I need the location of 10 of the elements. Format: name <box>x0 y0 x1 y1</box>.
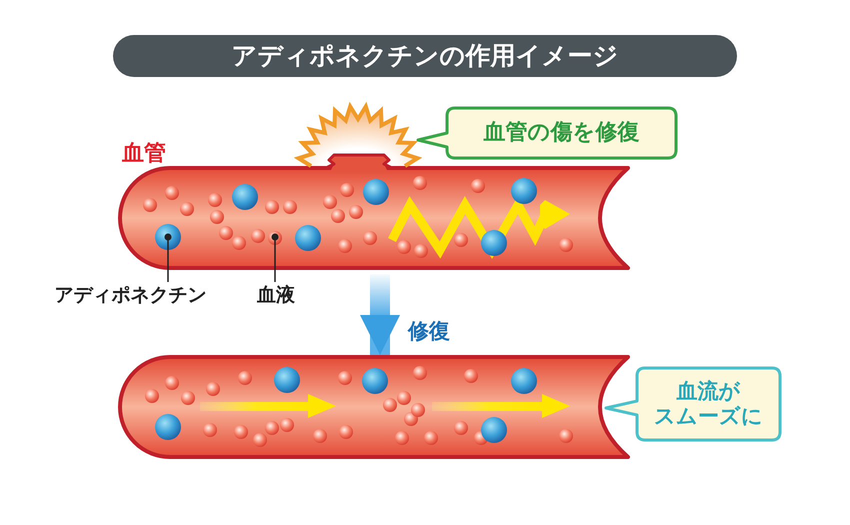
arrow <box>360 274 400 355</box>
speech-bubble: 血管の傷を修復 <box>415 106 678 160</box>
leader-line <box>272 234 278 282</box>
title-banner: アディポネクチンの作用イメージ <box>113 35 737 77</box>
speech-bubble: 血流がスムーズに <box>603 366 782 442</box>
part-label: 血液 <box>250 282 302 308</box>
blood-cell <box>268 230 282 244</box>
blood-cell <box>155 224 181 250</box>
part-label: アディポネクチン <box>48 282 213 308</box>
vessel-label: 血管 <box>122 140 166 168</box>
